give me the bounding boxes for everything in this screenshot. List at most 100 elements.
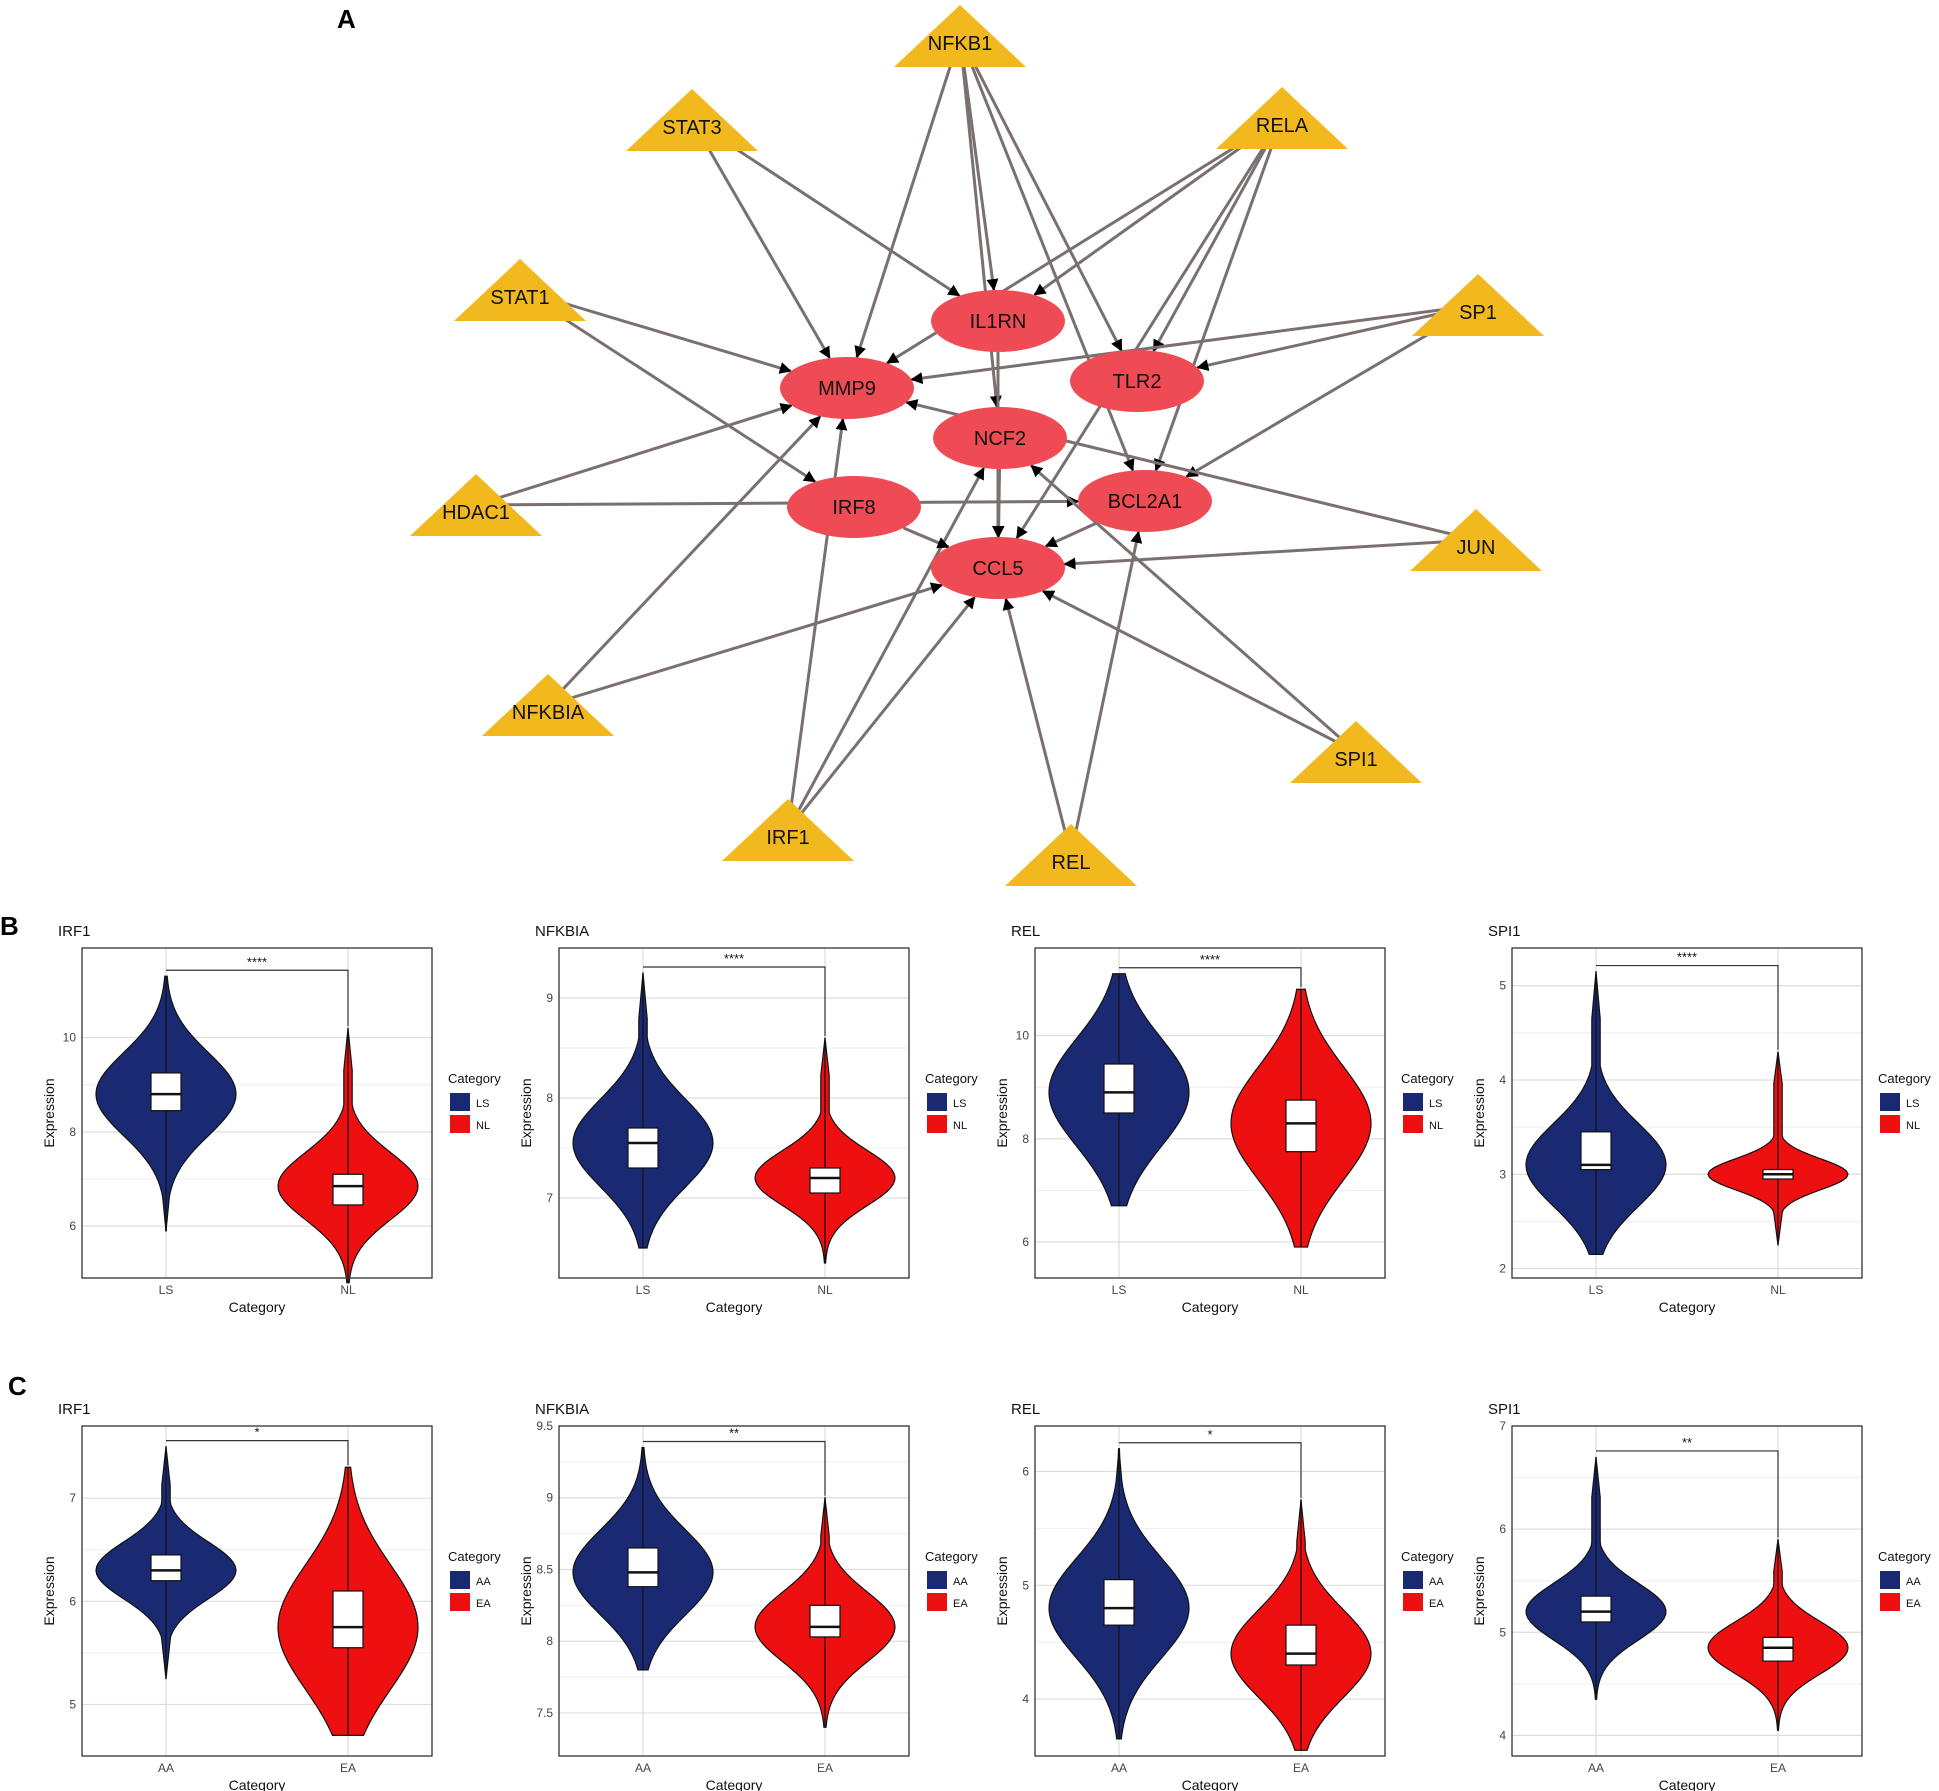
target-ellipse: [931, 290, 1065, 352]
x-tick-label: EA: [340, 1761, 356, 1775]
tf-node-label: IRF1: [766, 827, 809, 849]
target-node-label: CCL5: [972, 558, 1023, 580]
chart-title: IRF1: [58, 923, 91, 940]
legend-title: Category: [1878, 1071, 1931, 1086]
y-tick-label: 7: [546, 1191, 553, 1205]
y-tick-label: 7: [69, 1491, 76, 1505]
tf-node-hdac1: HDAC1: [410, 474, 542, 536]
tf-node-jun: JUN: [1410, 509, 1542, 571]
plot-frame: [81, 947, 433, 1279]
tf-node-nfkbia: NFKBIA: [482, 674, 614, 736]
significance-bracket: [166, 1440, 349, 1466]
y-tick-label: 6: [1022, 1235, 1029, 1249]
y-tick-label: 9: [546, 991, 553, 1005]
x-axis-label: Category: [706, 1777, 763, 1791]
target-node-label: MMP9: [818, 378, 876, 400]
tf-triangle: [1412, 274, 1544, 336]
chart-title: REL: [1011, 923, 1040, 940]
chart-title: IRF1: [58, 1401, 91, 1418]
legend-swatch-nl: [1403, 1115, 1423, 1133]
tf-node-label: RELA: [1256, 115, 1309, 137]
x-tick-label: NL: [1293, 1283, 1309, 1297]
edge-rela-tlr2: [1152, 117, 1284, 352]
significance-label: ****: [724, 951, 744, 966]
legend-swatch-aa: [1403, 1571, 1423, 1589]
y-tick-label: 5: [69, 1697, 76, 1711]
y-tick-label: 8: [69, 1125, 76, 1139]
panel-label-b: B: [0, 911, 19, 941]
y-tick-label: 7: [1499, 1419, 1506, 1433]
edge-hdac1-bcl2a1: [475, 495, 1080, 508]
y-tick-label: 6: [1499, 1522, 1506, 1536]
legend-title: Category: [925, 1071, 978, 1086]
legend-item-label: NL: [1429, 1120, 1443, 1132]
edge-irf1-ncf2: [786, 467, 986, 831]
plot-frame: [81, 1425, 433, 1757]
target-node-ccl5: CCL5: [931, 537, 1065, 599]
x-axis-label: Category: [229, 1299, 286, 1315]
y-tick-label: 7.5: [536, 1706, 553, 1720]
x-axis-label: Category: [1659, 1777, 1716, 1791]
legend-swatch-ls: [450, 1093, 470, 1111]
significance-bracket: [1119, 967, 1302, 988]
target-node-il1rn: IL1RN: [931, 290, 1065, 352]
tf-triangle: [1290, 721, 1422, 783]
edge-jun-ccl5: [1063, 538, 1477, 570]
y-axis-label: Expression: [1471, 1556, 1487, 1625]
legend-swatch-ls: [1880, 1093, 1900, 1111]
legend-swatch-aa: [450, 1571, 470, 1589]
legend-item-label: NL: [476, 1120, 490, 1132]
y-tick-label: 5: [1499, 1625, 1506, 1639]
legend-swatch-ea: [1403, 1593, 1423, 1611]
plot-frame: [1511, 947, 1863, 1279]
significance-label: **: [729, 1426, 739, 1441]
box-nl: [332, 1173, 364, 1206]
legend-swatch-ea: [1880, 1593, 1900, 1611]
x-tick-label: AA: [635, 1761, 651, 1775]
y-tick-label: 6: [1022, 1465, 1029, 1479]
plot-frame: [558, 1425, 910, 1757]
legend-title: Category: [1401, 1071, 1454, 1086]
legend-item-label: EA: [1906, 1598, 1921, 1610]
target-node-label: NCF2: [974, 428, 1026, 450]
edge-stat1-irf8: [519, 288, 816, 484]
x-tick-label: AA: [1588, 1761, 1604, 1775]
y-axis-label: Expression: [41, 1556, 57, 1625]
target-node-tlr2: TLR2: [1070, 350, 1204, 412]
tf-node-label: REL: [1052, 852, 1091, 874]
y-tick-label: 10: [63, 1031, 77, 1045]
x-tick-label: LS: [159, 1283, 174, 1297]
legend-item-label: AA: [476, 1576, 491, 1588]
legend-item-label: EA: [476, 1598, 491, 1610]
tf-node-stat1: STAT1: [454, 259, 586, 321]
legend-title: Category: [448, 1549, 501, 1564]
edge-rela-ccl5: [1015, 117, 1284, 540]
chart-title: NFKBIA: [535, 1401, 589, 1418]
target-node-label: BCL2A1: [1108, 491, 1183, 513]
y-tick-label: 10: [1016, 1029, 1030, 1043]
y-tick-label: 5: [1022, 1578, 1029, 1592]
tf-triangle: [1410, 509, 1542, 571]
significance-bracket: [643, 1440, 826, 1496]
y-axis-label: Expression: [1471, 1078, 1487, 1147]
x-tick-label: NL: [1770, 1283, 1786, 1297]
target-ellipse: [933, 407, 1067, 469]
legend-item-label: EA: [953, 1598, 968, 1610]
y-tick-label: 9.5: [536, 1419, 553, 1433]
legend-item-label: LS: [476, 1098, 489, 1110]
plot-frame: [558, 947, 910, 1279]
y-tick-label: 5: [1499, 979, 1506, 993]
legend-swatch-nl: [450, 1115, 470, 1133]
tf-node-label: JUN: [1457, 537, 1496, 559]
edge-rel-bcl2a1: [1069, 530, 1143, 856]
legend-swatch-aa: [927, 1571, 947, 1589]
legend-title: Category: [1401, 1549, 1454, 1564]
tf-node-label: HDAC1: [442, 502, 510, 524]
tf-triangle: [1216, 87, 1348, 149]
y-tick-label: 6: [69, 1219, 76, 1233]
box-ea: [332, 1590, 364, 1649]
y-axis-label: Expression: [994, 1078, 1010, 1147]
box-ea: [1762, 1636, 1794, 1662]
